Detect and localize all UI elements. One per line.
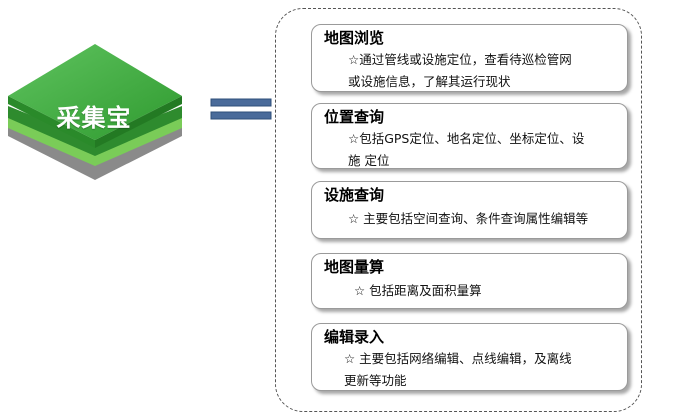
- feature-title: 地图量算: [324, 258, 385, 276]
- feature-desc-line1: ☆包括GPS定位、地名定位、坐标定位、设: [348, 131, 585, 146]
- feature-card-map-measure: 地图量算 ☆ 包括距离及面积量算: [311, 253, 628, 309]
- logo-layer-top: [8, 44, 182, 140]
- feature-card-edit-entry: 编辑录入 ☆ 主要包括网络编辑、点线编辑，及离线 更新等功能: [311, 323, 628, 391]
- feature-card-facility-query: 设施查询 ☆ 主要包括空间查询、条件查询属性编辑等: [311, 181, 628, 239]
- feature-title: 地图浏览: [324, 29, 385, 47]
- equals-icon: [210, 98, 274, 122]
- feature-desc-line1: ☆ 包括距离及面积量算: [354, 283, 482, 298]
- feature-title: 设施查询: [324, 186, 385, 204]
- feature-desc-line2: 或设施信息，了解其运行现状: [348, 74, 511, 89]
- logo-face-left: [8, 96, 95, 148]
- layered-diamond-icon: [8, 44, 182, 180]
- logo-face-right: [95, 96, 182, 148]
- logo-label: 采集宝: [56, 104, 132, 132]
- feature-card-location-query: 位置查询 ☆包括GPS定位、地名定位、坐标定位、设 施 定位: [311, 103, 628, 169]
- collector-logo: 采集宝: [0, 40, 190, 190]
- feature-title: 位置查询: [324, 108, 385, 126]
- feature-desc-line1: ☆ 主要包括网络编辑、点线编辑，及离线: [344, 351, 572, 366]
- logo-layer-grey: [8, 125, 182, 180]
- feature-desc-line2: 更新等功能: [344, 373, 407, 388]
- feature-desc-line1: ☆ 主要包括空间查询、条件查询属性编辑等: [348, 211, 589, 226]
- feature-container: [275, 8, 642, 412]
- feature-desc-line2: 施 定位: [348, 153, 390, 168]
- feature-title: 编辑录入: [324, 328, 385, 346]
- feature-card-map-browse: 地图浏览 ☆通过管线或设施定位，查看待巡检管网 或设施信息，了解其运行现状: [311, 24, 628, 92]
- feature-desc-line1: ☆通过管线或设施定位，查看待巡检管网: [348, 52, 572, 67]
